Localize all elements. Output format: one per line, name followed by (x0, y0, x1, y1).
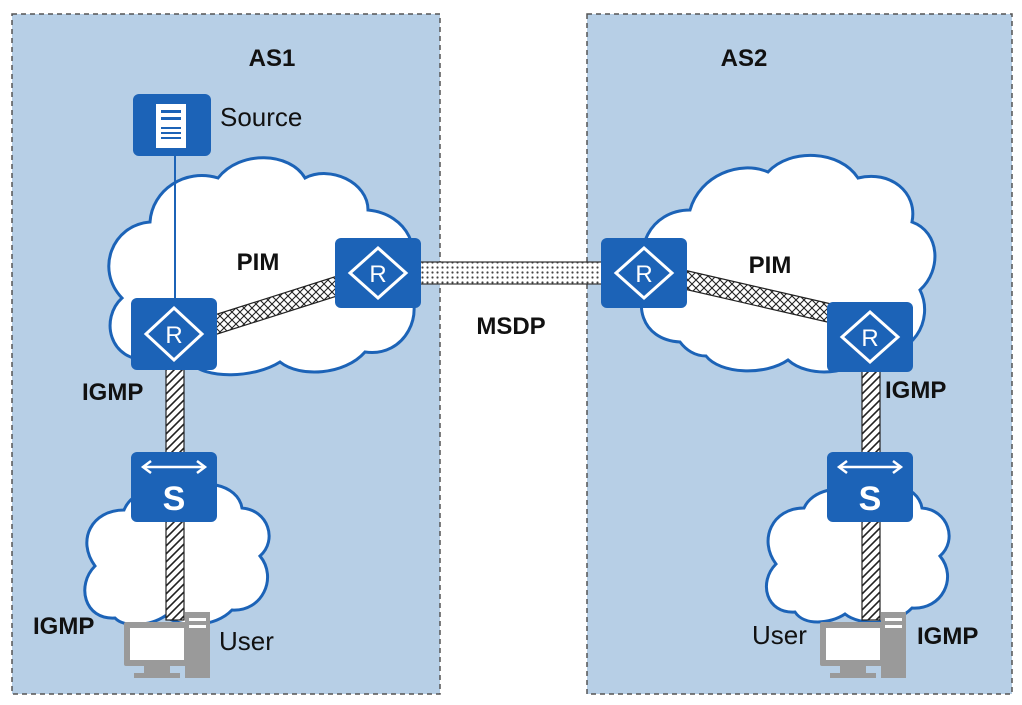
igmp-link-right-upper (861, 365, 881, 457)
svg-text:S: S (163, 480, 186, 518)
user-label-right: User (752, 620, 807, 650)
igmp-link-right-lower (861, 519, 881, 621)
switch-left-icon: S (131, 452, 217, 522)
user-label-left: User (219, 626, 274, 656)
igmp-label-right-user: IGMP (917, 623, 978, 650)
router-right-edge-icon: R (827, 302, 913, 372)
igmp-label-left-user: IGMP (33, 613, 94, 640)
msdp-label: MSDP (476, 313, 545, 340)
msdp-link (414, 261, 609, 285)
svg-text:R: R (369, 261, 386, 288)
switch-right-icon: S (827, 452, 913, 522)
router-left-edge-icon: R (131, 298, 217, 370)
svg-text:R: R (165, 322, 182, 349)
user-left-pc-icon (124, 612, 210, 678)
igmp-label-left-router: IGMP (82, 379, 143, 406)
svg-text:R: R (635, 261, 652, 288)
as1-label: AS1 (249, 45, 296, 72)
router-left-peer-icon: R (335, 238, 421, 308)
pim-label-right: PIM (749, 252, 792, 279)
svg-text:R: R (861, 325, 878, 352)
svg-text:S: S (859, 480, 882, 518)
pim-label-left: PIM (237, 249, 280, 276)
as2-label: AS2 (721, 45, 768, 72)
igmp-label-right-router: IGMP (885, 377, 946, 404)
user-right-pc-icon (820, 612, 906, 678)
source-server-icon (133, 94, 211, 156)
igmp-link-left-upper (165, 364, 185, 456)
igmp-link-left-lower (165, 519, 185, 621)
router-right-peer-icon: R (601, 238, 687, 308)
source-label: Source (220, 102, 302, 132)
